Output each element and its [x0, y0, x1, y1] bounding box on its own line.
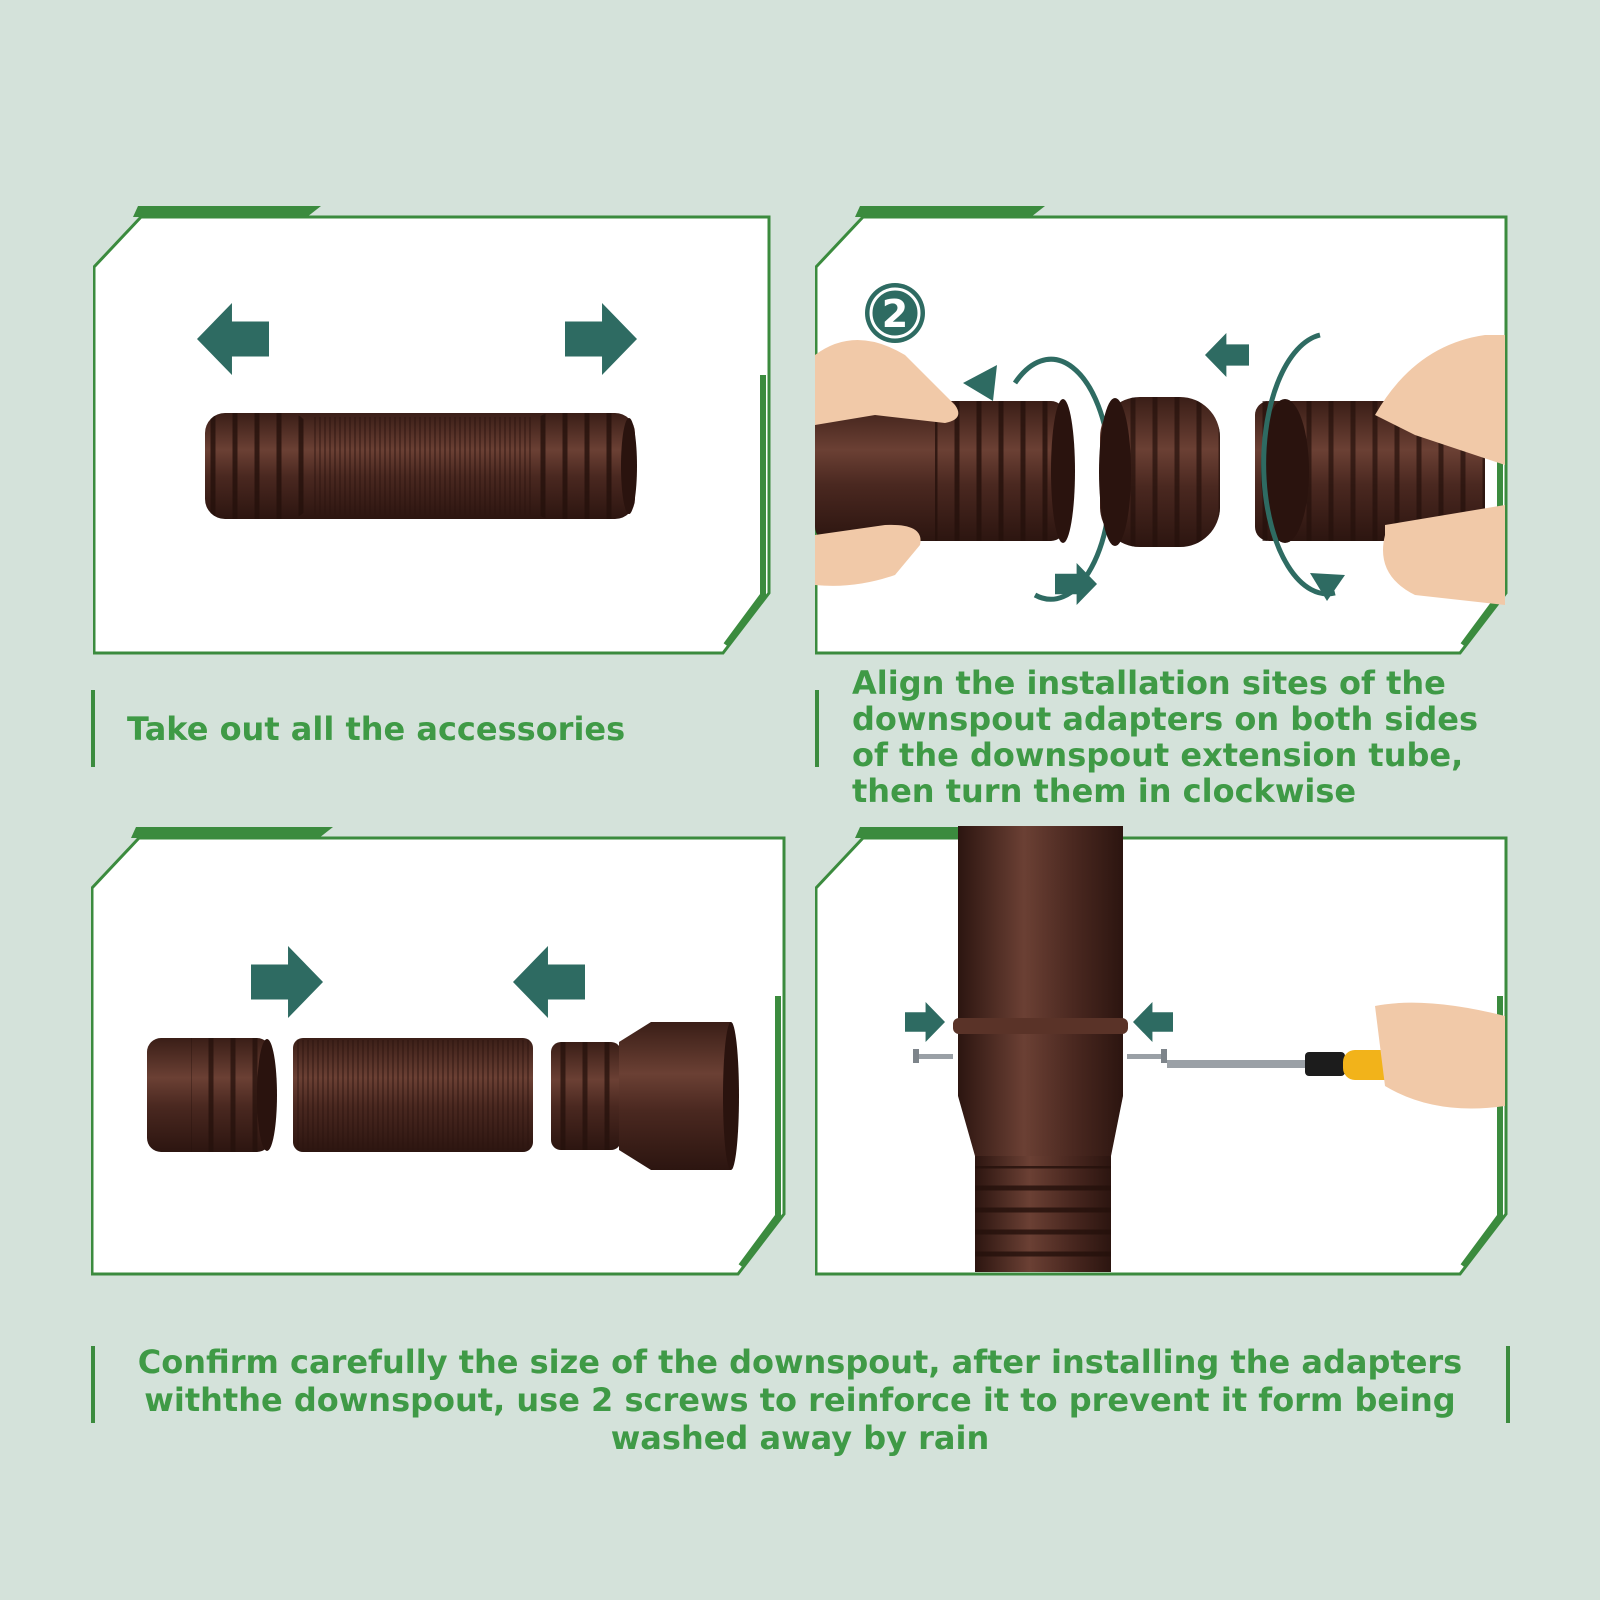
extension-tube [205, 413, 637, 519]
extension-tube [293, 1038, 533, 1152]
arrow-left-icon [513, 946, 585, 1018]
downspout-pipe [953, 826, 1128, 1272]
caption-divider [91, 690, 95, 767]
arrow-right-icon [905, 1002, 945, 1042]
caption-divider [815, 690, 819, 767]
rotate-scene: 2 [815, 283, 1505, 605]
svg-text:2: 2 [882, 292, 908, 336]
tube-scene [197, 303, 637, 519]
step-4-caption: Confirm carefully the size of the downsp… [137, 1343, 1463, 1457]
step-2-panel: 2 [815, 205, 1515, 665]
caption-divider [1506, 1346, 1510, 1423]
caption-divider [91, 1346, 95, 1423]
arrow-left-icon [1133, 1002, 1173, 1042]
left-tube-hand [815, 340, 1075, 586]
left-adapter [147, 1038, 277, 1152]
right-adapter [551, 1022, 739, 1170]
step-1-panel [93, 205, 793, 665]
screw-scene [905, 826, 1505, 1272]
assembly-scene [147, 946, 739, 1170]
arrow-right-icon [565, 303, 637, 375]
rotate-arrow-icon [1261, 332, 1336, 597]
adapter-ring [1099, 397, 1220, 547]
step-number-badge: 2 [865, 283, 925, 343]
step-1-caption: Take out all the accessories [127, 710, 626, 748]
screwdriver-icon [1167, 1002, 1505, 1109]
arrow-left-icon [1205, 333, 1249, 377]
step-4-panel [815, 826, 1515, 1286]
step-2-caption: Align the installation sites of the down… [852, 664, 1479, 810]
right-tube-hand [1255, 335, 1505, 605]
screw-icon [913, 1049, 953, 1063]
screw-icon [1127, 1049, 1167, 1063]
arrow-left-icon [197, 303, 269, 375]
arrow-right-icon [251, 946, 323, 1018]
step-3-panel [91, 826, 791, 1286]
